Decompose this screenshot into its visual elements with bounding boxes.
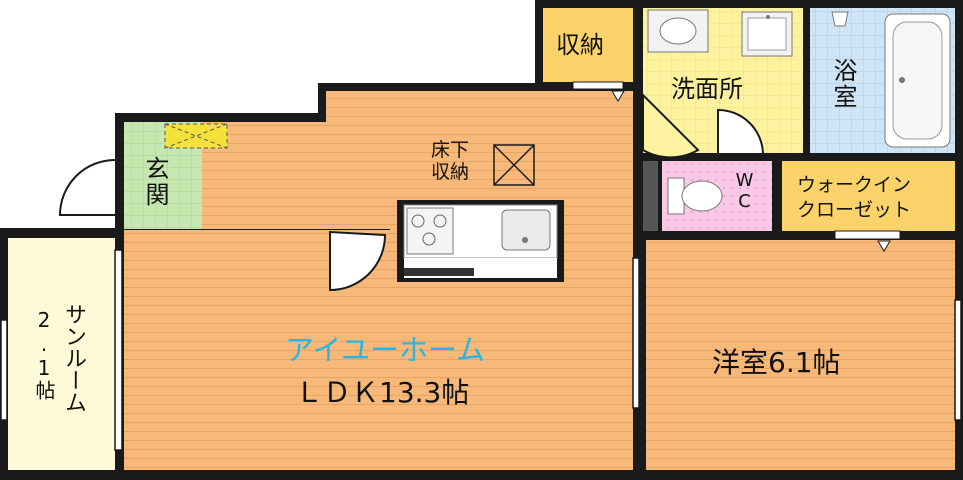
sunroom-label-line1: サンルーム — [61, 303, 86, 413]
western-room-label: 洋室6.1帖 — [712, 346, 841, 379]
washroom-door-swing — [642, 92, 764, 159]
washroom-fixtures — [647, 9, 793, 57]
closet-door — [834, 230, 901, 252]
underfloor-hatch — [493, 144, 535, 186]
brand-label: アイユーホーム — [285, 333, 486, 367]
walkin-label-line1: ウォークイン — [797, 174, 912, 196]
wc-label: WC — [734, 170, 755, 212]
underfloor-label-line1: 床下 — [431, 139, 470, 161]
washroom-label: 洗面所 — [671, 75, 743, 103]
bath-label: 浴室 — [829, 58, 857, 110]
toilet — [667, 177, 723, 215]
entrance-door-swing — [58, 159, 116, 216]
sunroom-floor — [8, 238, 115, 470]
sunroom-label-line2: 2.1帖 — [32, 308, 56, 400]
ldk-door-swing — [329, 230, 387, 292]
western-room-floor — [646, 240, 955, 470]
walkin-closet-floor — [782, 161, 955, 231]
kitchen-counter — [397, 200, 564, 282]
ldk-label: ＬＤＫ13.3帖 — [295, 376, 470, 409]
sliding-openings — [0, 249, 962, 451]
storage-door — [572, 81, 625, 102]
storage-room-floor — [543, 8, 633, 82]
sink — [501, 209, 551, 251]
wc-door-pocket — [643, 161, 658, 231]
shoe-storage — [164, 123, 228, 149]
bath-fixtures — [831, 11, 951, 148]
storage-room-label: 収納 — [556, 31, 604, 59]
entrance-label: 玄関 — [141, 156, 169, 208]
walkin-label-line2: クローゼット — [797, 199, 912, 221]
hall-floor — [200, 122, 390, 229]
underfloor-label-line2: 収納 — [431, 161, 470, 183]
stove — [406, 207, 454, 255]
